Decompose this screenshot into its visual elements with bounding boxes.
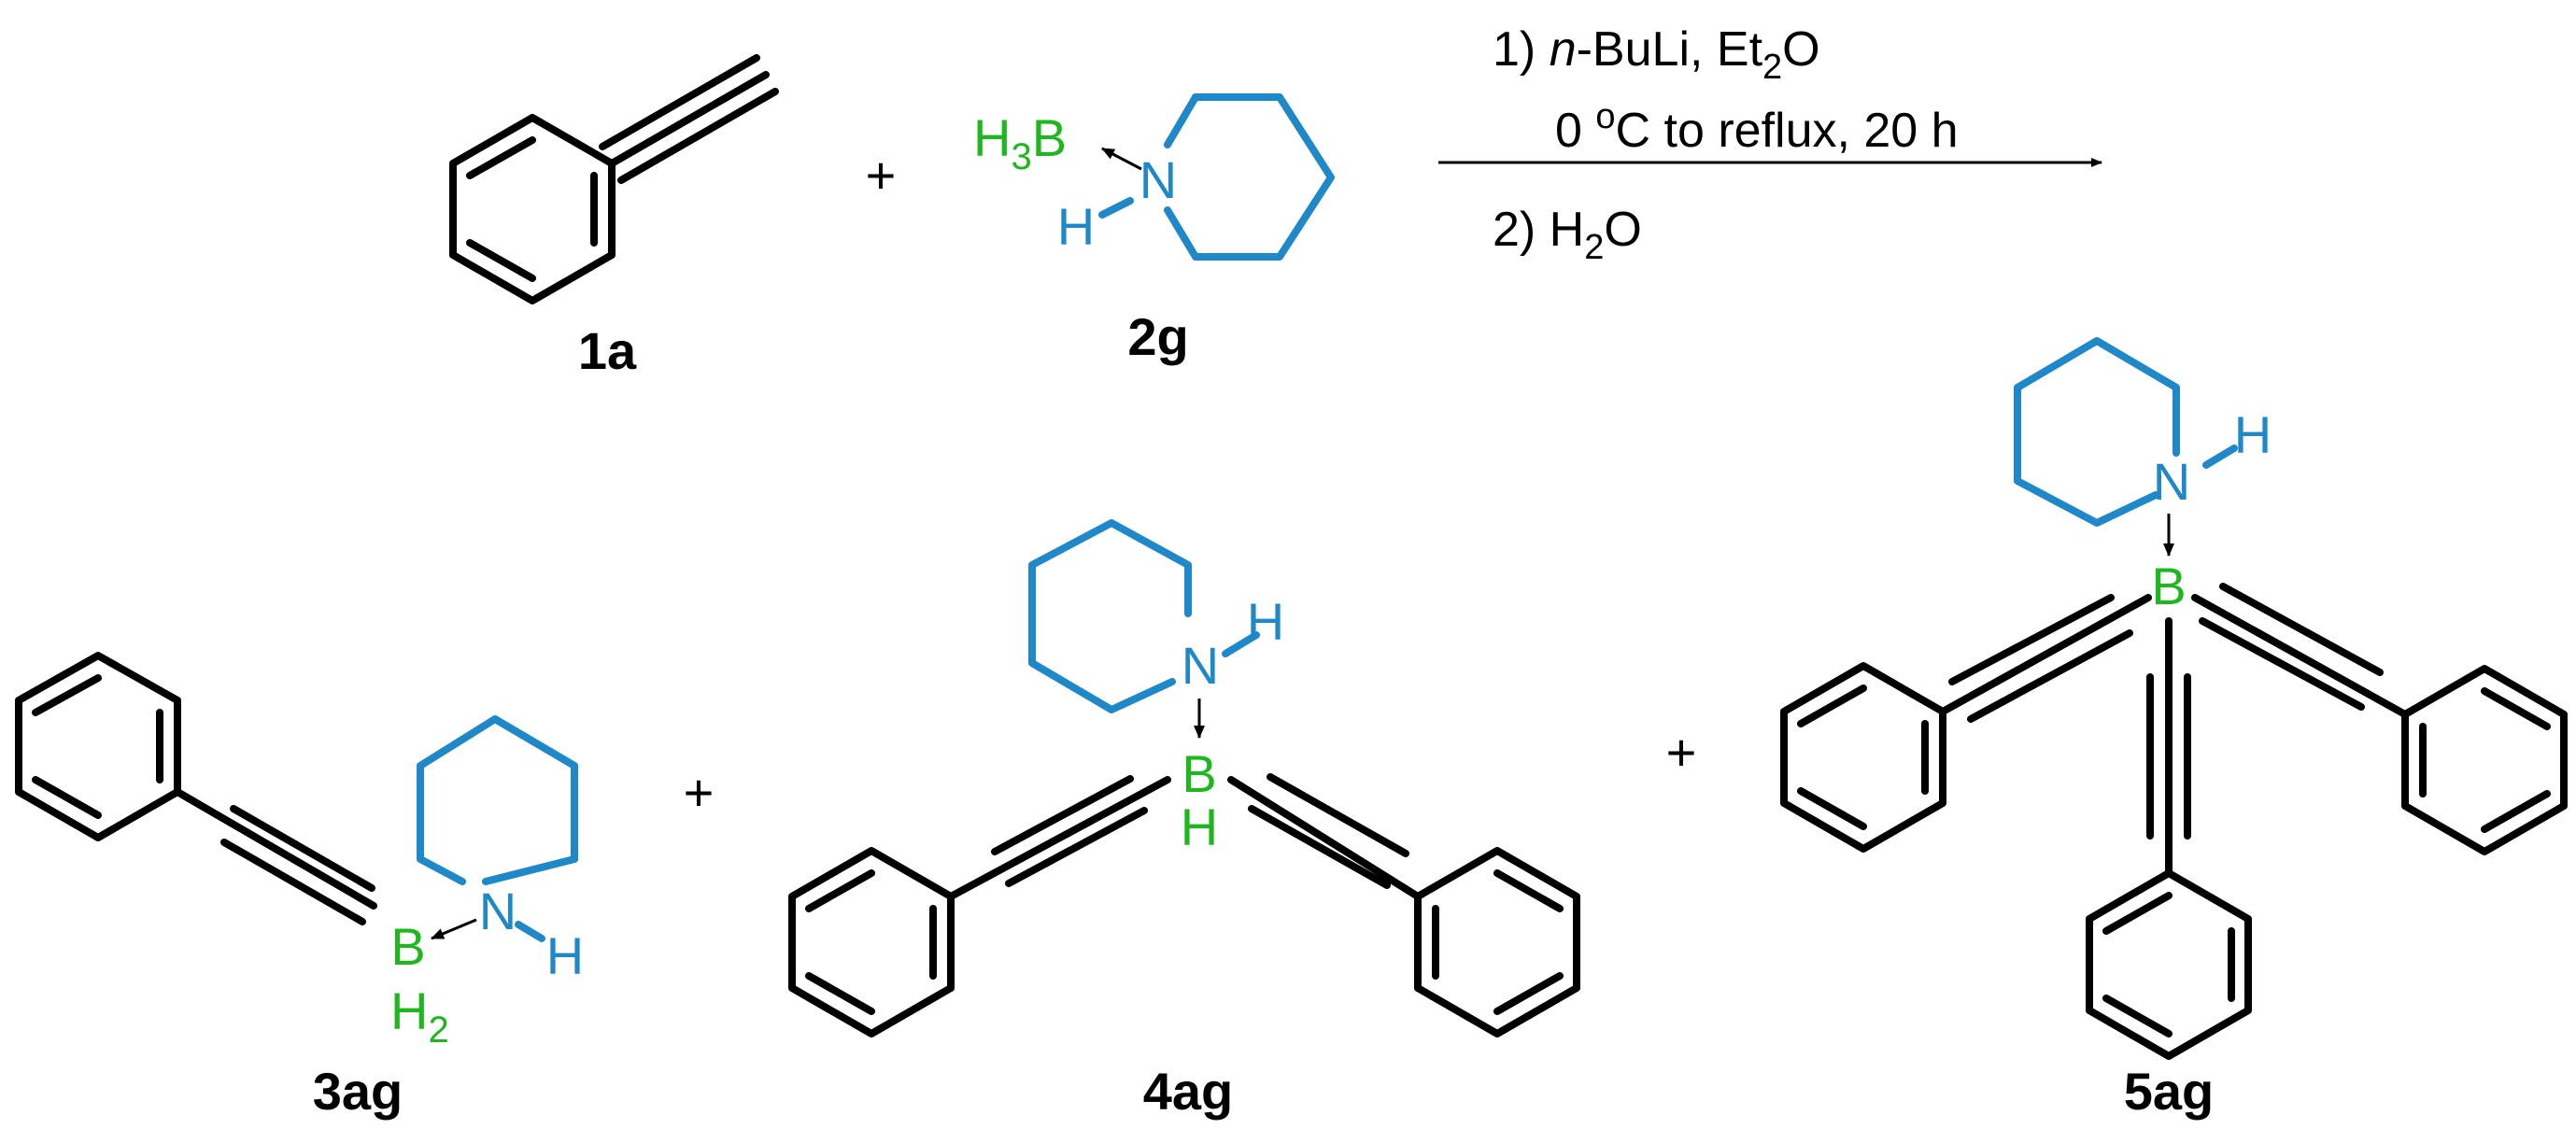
compound-5ag: N H B xyxy=(1780,337,2568,1121)
compound-3ag: N H B H2 3ag xyxy=(15,652,584,1121)
atom-B: B xyxy=(1182,744,1216,803)
compound-1a: 1a xyxy=(449,54,779,380)
label-2g: 2g xyxy=(1127,307,1188,366)
plus-sign-3: + xyxy=(1666,723,1697,782)
piperidine-ring xyxy=(2014,337,2180,527)
alkyne-right xyxy=(1227,773,1422,900)
benzene-ring-left xyxy=(1780,662,1946,853)
plus-sign-2: + xyxy=(684,763,715,822)
atom-N: N xyxy=(1182,636,1219,695)
atom-H: H xyxy=(1181,797,1218,856)
piperidine-ring xyxy=(1028,519,1192,713)
atom-H: H xyxy=(1247,592,1284,651)
reagent-1: 1) n-BuLi, Et2O xyxy=(1493,22,1820,87)
atom-B: B xyxy=(390,917,425,976)
alkyne xyxy=(174,788,377,925)
dative-bond xyxy=(431,918,477,940)
reaction-conditions: 0 oC to reflux, 20 h xyxy=(1555,97,1959,158)
atom-H2: H2 xyxy=(390,981,449,1051)
plus-sign-1: + xyxy=(866,146,897,205)
atom-H: H xyxy=(1057,197,1095,256)
benzene-ring-left xyxy=(788,847,955,1037)
atom-H: H xyxy=(2234,405,2272,464)
atom-N: N xyxy=(479,882,517,940)
alkyne-left xyxy=(1939,594,2152,723)
atom-N: N xyxy=(2153,452,2190,511)
alkyne-right xyxy=(2191,583,2409,718)
reagent-2: 2) H2O xyxy=(1493,203,1642,267)
borane-H3B: H3B xyxy=(973,108,1067,177)
benzene-ring-right xyxy=(1414,847,1580,1037)
label-3ag: 3ag xyxy=(313,1062,403,1121)
label-4ag: 4ag xyxy=(1143,1062,1234,1121)
atom-N: N xyxy=(1139,150,1177,209)
alkyne-left xyxy=(947,775,1171,900)
benzene-ring-bottom xyxy=(2086,869,2252,1060)
piperidine-ring xyxy=(417,715,578,885)
label-5ag: 5ag xyxy=(2124,1062,2215,1121)
dative-bond xyxy=(1101,147,1142,171)
atom-H: H xyxy=(546,926,584,985)
benzene-ring xyxy=(449,114,616,304)
compound-4ag: N H B H 4ag xyxy=(788,519,1580,1121)
piperidine-ring xyxy=(1164,93,1335,261)
label-1a: 1a xyxy=(578,321,637,380)
alkyne xyxy=(599,54,779,184)
atom-B: B xyxy=(2151,557,2186,615)
benzene-ring-right xyxy=(2401,665,2568,855)
compound-2g: N H H3B 2g xyxy=(973,93,1335,366)
alkyne-down xyxy=(2146,617,2191,877)
benzene-ring xyxy=(15,652,181,841)
